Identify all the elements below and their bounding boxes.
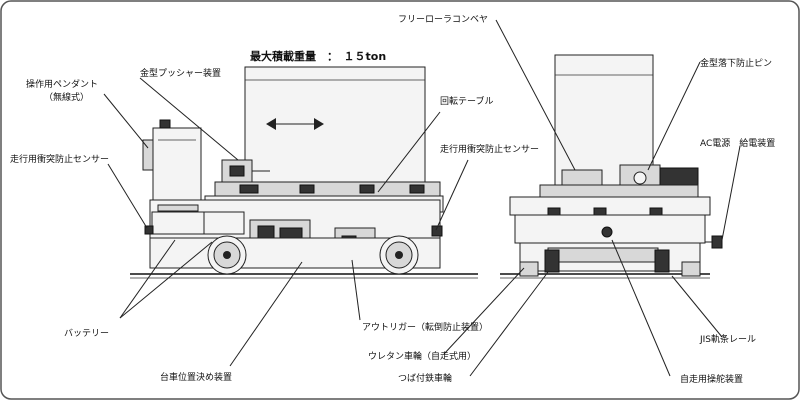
battery-box-2 [203, 211, 245, 235]
pendant-holder [142, 139, 154, 171]
label-battery: バッテリー [64, 328, 109, 339]
leader-battery-2 [119, 241, 213, 319]
deck-block-1 [239, 184, 259, 194]
leader-roller [495, 19, 576, 171]
label-pendant-sub: （無線式） [44, 91, 89, 103]
control-cabinet [152, 127, 202, 201]
side-view [130, 66, 478, 279]
leader-flange [469, 271, 549, 377]
leader-drop-pin [647, 61, 701, 171]
leader-urethane [443, 267, 525, 355]
rear-sensor [144, 225, 154, 235]
label-steering: 自走用操舵装置 [680, 373, 743, 385]
leader-battery-1 [119, 239, 176, 319]
label-flange: つば付鉄車輪 [398, 372, 452, 384]
label-drop-pin: 金型落下防止ピン [700, 57, 772, 69]
front-upper-frame [509, 196, 711, 216]
front-view [500, 54, 723, 279]
double-arrow-icon [266, 118, 324, 130]
left-wheel-front [544, 249, 560, 273]
battery-label-strip [157, 204, 199, 212]
front-wheel [379, 235, 419, 275]
label-turntable: 回転テーブル [440, 95, 493, 107]
label-urethane: ウレタン車輪（自走式用） [368, 350, 476, 362]
front-deck [539, 184, 699, 198]
deck-block-3 [359, 184, 375, 194]
front-sensor [431, 225, 443, 237]
label-rail: JIS軌条レール [699, 333, 756, 345]
deck-block-4 [409, 184, 425, 194]
leader-positioning [229, 261, 303, 367]
ac-power-connector [711, 235, 723, 249]
battery-box-1 [151, 211, 205, 235]
leader-turntable [377, 111, 441, 193]
flange-wheel-left [519, 261, 539, 277]
leader-pusher [139, 77, 239, 161]
pin-gear [633, 171, 647, 185]
label-pusher: 金型プッシャー装置 [140, 67, 221, 79]
rear-wheel [207, 235, 247, 275]
label-pendant: 操作用ペンダント [26, 78, 98, 90]
cabinet-top-knob [159, 119, 171, 129]
steering-linkage [547, 247, 659, 263]
max-load-title: 最大積載重量 ： １５ton [250, 49, 386, 63]
deck-block-2 [299, 184, 315, 194]
front-chassis [514, 214, 706, 244]
leader-sensor-left [107, 163, 148, 229]
flange-wheel-right [681, 261, 701, 277]
label-roller: フリーローラコンベヤ [398, 14, 488, 25]
gearbox [279, 227, 303, 239]
label-outrigger: アウトリガー（転倒防止装置） [362, 321, 488, 333]
leader-sensor-mid [435, 159, 469, 231]
label-sensor-mid: 走行用衝突防止センサー [440, 143, 539, 155]
leader-ac-power [721, 145, 741, 241]
right-wheel-front [654, 249, 670, 273]
leader-rail [671, 275, 723, 338]
leader-pendant [103, 93, 149, 149]
label-sensor-left: 走行用衝突防止センサー [10, 153, 109, 165]
leader-steering [611, 239, 671, 377]
steering-pivot [601, 226, 613, 238]
leader-lines [103, 19, 741, 377]
label-ac-power: AC電源 給電装置 [700, 137, 775, 149]
pusher-motor [229, 165, 245, 177]
label-positioning: 台車位置決め装置 [160, 371, 232, 383]
leader-outrigger [351, 259, 361, 321]
